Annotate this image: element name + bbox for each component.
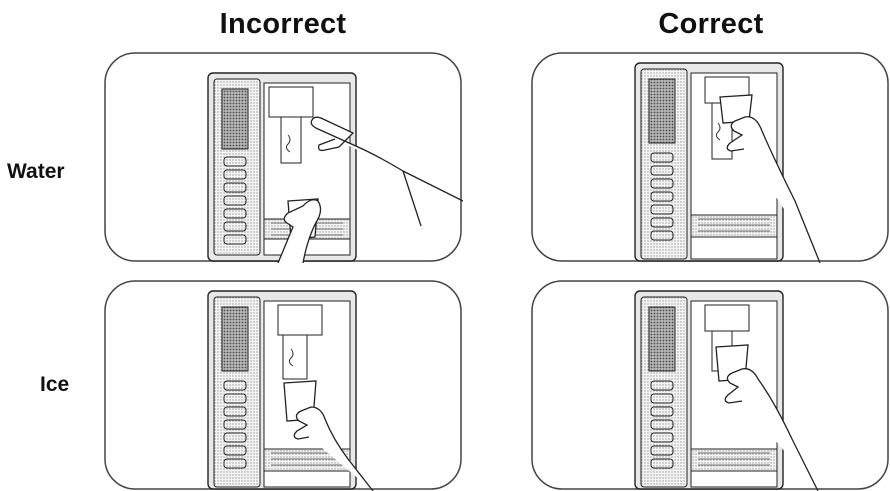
drip-tray [691,215,777,237]
control-buttons [224,157,246,244]
dispenser-lever [283,335,307,379]
panel-ice-incorrect [103,279,463,491]
dispenser-lever [281,117,301,163]
dispenser-nozzle [269,87,313,117]
column-header-correct: Correct [561,8,861,41]
column-header-incorrect: Incorrect [133,8,433,41]
row-label-water: Water [7,160,65,184]
dispenser-nozzle [705,305,749,331]
control-buttons [651,153,673,240]
control-buttons [224,381,246,468]
panel-ice-correct [530,279,890,491]
display-screen [222,89,248,149]
dispenser-illustration [208,291,356,489]
display-screen [649,79,675,143]
row-label-ice: Ice [40,373,69,397]
drip-tray [691,449,777,471]
display-screen [649,307,675,371]
dispenser-nozzle [278,305,322,335]
dispenser-illustration [208,73,356,261]
panel-water-correct [530,51,890,263]
control-buttons [651,381,673,468]
panel-water-incorrect [103,51,463,263]
display-screen [222,307,248,371]
